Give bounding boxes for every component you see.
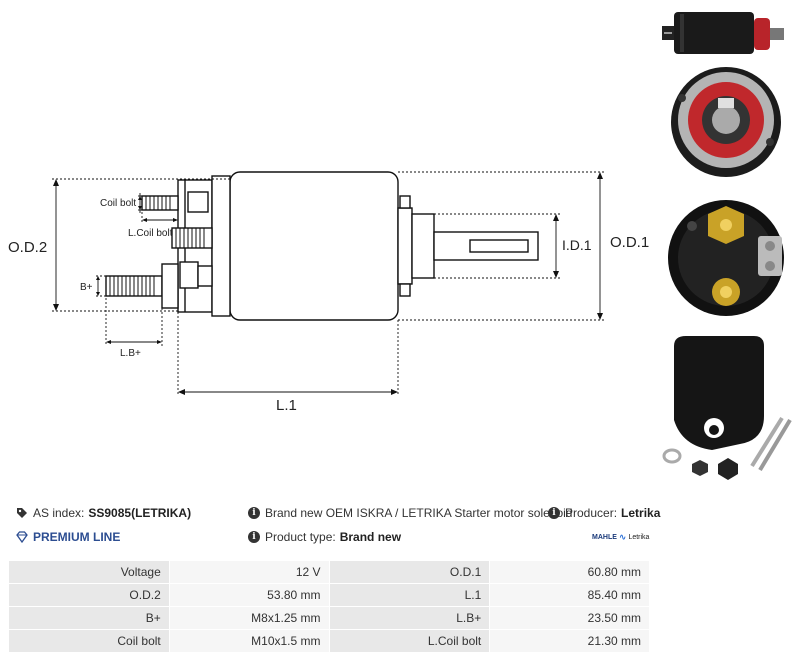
spec-label: O.D.2 (8, 583, 170, 607)
tag-icon (16, 507, 28, 519)
solenoid-front-photo (671, 67, 781, 177)
diamond-icon (16, 531, 28, 543)
spec-value: 21.30 mm (489, 629, 650, 653)
as-index-value: SS9085(LETRIKA) (88, 506, 192, 520)
table-row: Coil bolt M10x1.5 mm L.Coil bolt 21.30 m… (8, 629, 650, 653)
product-type-label: Product type: (265, 530, 336, 544)
producer-row: i Producer: Letrika (548, 506, 660, 520)
product-type-value: Brand new (339, 530, 402, 544)
product-type-row: i Product type: Brand new (248, 530, 401, 544)
od2-label: O.D.2 (8, 239, 47, 256)
producer-value: Letrika (621, 506, 661, 520)
premium-line-text: PREMIUM LINE (33, 530, 121, 544)
b-plus-label: B+ (80, 282, 93, 293)
description-row: i Brand new OEM ISKRA / LETRIKA Starter … (248, 506, 572, 520)
spec-label: O.D.1 (328, 560, 491, 584)
spec-label: Voltage (8, 560, 170, 584)
premium-line-badge: PREMIUM LINE (16, 530, 120, 544)
spec-label: L.1 (328, 583, 491, 607)
id1-label: I.D.1 (562, 237, 592, 253)
l-b-plus-label: L.B+ (120, 348, 141, 359)
description-text: Brand new OEM ISKRA / LETRIKA Starter mo… (265, 506, 573, 520)
product-info: AS index: SS9085(LETRIKA) i Brand new OE… (0, 500, 800, 552)
logo-brand: MAHLE (592, 534, 617, 541)
spec-label: L.Coil bolt (328, 629, 491, 653)
spec-label: Coil bolt (8, 629, 170, 653)
specs-table: Voltage 12 V O.D.1 60.80 mm O.D.2 53.80 … (8, 560, 650, 653)
spec-value: 60.80 mm (489, 560, 650, 584)
logo-sub: Letrika (628, 534, 650, 541)
info-icon: i (248, 507, 260, 519)
mahle-letrika-logo: MAHLE ∿ Letrika (592, 532, 649, 543)
producer-label: Producer: (565, 506, 618, 520)
od1-label: O.D.1 (610, 234, 649, 251)
l-coil-bolt-label: L.Coil bolt (128, 228, 173, 239)
table-row: Voltage 12 V O.D.1 60.80 mm (8, 560, 650, 584)
spec-value: M8x1.25 mm (168, 606, 330, 630)
table-row: O.D.2 53.80 mm L.1 85.40 mm (8, 583, 650, 607)
table-row: B+ M8x1.25 mm L.B+ 23.50 mm (8, 606, 650, 630)
info-icon: i (248, 531, 260, 543)
spec-value: 23.50 mm (489, 606, 650, 630)
technical-drawing: O.D.2 O.D.1 I.D.1 L.1 Coil bolt L.Coil b… (8, 171, 649, 414)
l1-label: L.1 (276, 397, 297, 414)
spec-value: M10x1.5 mm (168, 629, 330, 653)
spec-value: 85.40 mm (489, 583, 650, 607)
as-index-row: AS index: SS9085(LETRIKA) (16, 506, 191, 520)
spec-value: 12 V (168, 560, 330, 584)
spec-value: 53.80 mm (168, 583, 330, 607)
info-icon: i (548, 507, 560, 519)
wave-icon: ∿ (618, 532, 627, 542)
spec-label: B+ (8, 606, 170, 630)
spec-label: L.B+ (328, 606, 491, 630)
product-photos (662, 12, 792, 480)
coil-bolt-label: Coil bolt (100, 198, 136, 209)
solenoid-cover-photo (662, 336, 792, 480)
solenoid-back-photo (668, 200, 784, 316)
solenoid-side-photo (662, 12, 784, 54)
as-index-label: AS index: (33, 506, 85, 520)
